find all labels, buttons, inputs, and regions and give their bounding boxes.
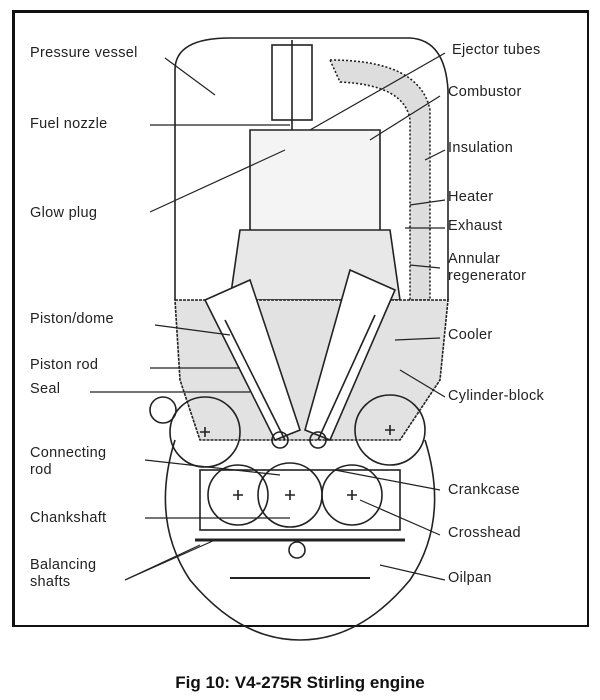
label-seal: Seal [30, 381, 61, 397]
figure-frame [12, 10, 589, 627]
label-insulation: Insulation [448, 140, 514, 156]
leader-lines [90, 52, 446, 581]
label-fuel-nozzle: Fuel nozzle [30, 116, 108, 132]
label-balancing: Balancing [30, 557, 97, 573]
figure-caption: Fig 10: V4-275R Stirling engine [175, 673, 425, 692]
label-oilpan: Oilpan [448, 570, 492, 586]
label-crosshead: Crosshead [448, 525, 521, 541]
insulation-shell [328, 59, 431, 301]
left-cylinder [203, 278, 301, 442]
label-cylinder-block: Cylinder-block [448, 388, 545, 404]
label-shafts: shafts [30, 574, 71, 590]
pressure-vessel [174, 37, 449, 300]
label-chankshaft: Chankshaft [30, 510, 107, 526]
label-pressure-vessel: Pressure vessel [30, 45, 138, 61]
label-ejector-tubes: Ejector tubes [452, 42, 541, 58]
right-cylinder [304, 268, 397, 442]
label-cooler: Cooler [448, 327, 493, 343]
label-regenerator: regenerator [448, 268, 527, 284]
label-rod: rod [30, 462, 52, 478]
label-crankcase: Crankcase [448, 482, 521, 498]
crankcase [164, 439, 436, 641]
label-piston-dome: Piston/dome [30, 311, 114, 327]
label-annular: Annular [448, 251, 501, 267]
label-connecting: Connecting [30, 445, 107, 461]
combustor [249, 129, 381, 241]
label-heater: Heater [448, 189, 494, 205]
label-combustor: Combustor [448, 84, 522, 100]
label-piston-rod: Piston rod [30, 357, 99, 373]
label-exhaust: Exhaust [448, 218, 503, 234]
label-glow-plug: Glow plug [30, 205, 98, 221]
